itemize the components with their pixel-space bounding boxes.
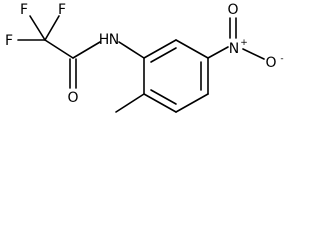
bond-methyl xyxy=(115,93,145,113)
bond-carbonyl-n xyxy=(72,41,101,59)
ring-bond-5 xyxy=(143,93,177,113)
atom-nitro-n: N xyxy=(229,41,239,57)
bond-cf3-c-f-top-mid xyxy=(44,15,60,41)
bond-n-ring xyxy=(118,41,145,59)
bond-nitro-o-right xyxy=(242,48,265,60)
ring-bond-1 xyxy=(143,39,177,59)
ring-inner-bond-c xyxy=(150,89,177,105)
bond-cf3-carbonyl xyxy=(44,39,74,59)
atom-f-left: F xyxy=(5,33,13,49)
atom-amide-n: N xyxy=(109,32,119,48)
ring-bond-2 xyxy=(175,39,209,59)
atom-amide-h: H xyxy=(99,32,110,48)
atom-f-top-mid: F xyxy=(58,2,66,18)
atom-f-top-left: F xyxy=(20,2,28,18)
ring-inner-bond-a xyxy=(150,47,177,63)
atom-carbonyl-o: O xyxy=(67,90,78,106)
bond-ring-nitro xyxy=(207,46,229,59)
nitro-o-charge-minus: - xyxy=(280,54,283,64)
bond-cf3-c-f-top-left xyxy=(29,15,46,41)
nitro-n-charge-plus: + xyxy=(240,38,248,48)
molecule-structure: F F F H N O N + O O - xyxy=(5,2,284,113)
atom-nitro-o-right: O xyxy=(265,55,276,71)
ring-bond-4 xyxy=(175,93,209,113)
atom-nitro-o-top: O xyxy=(227,2,238,18)
